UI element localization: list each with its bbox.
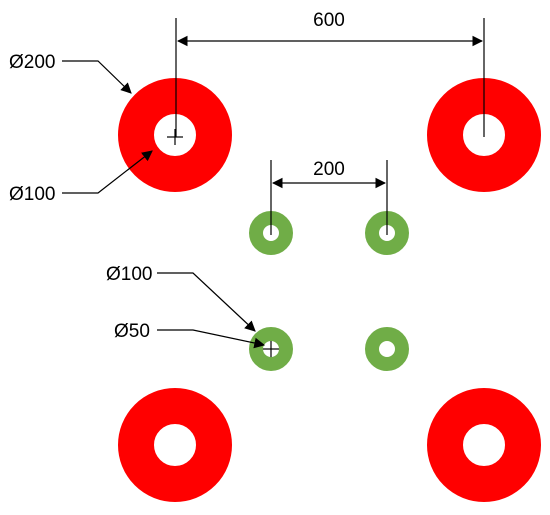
crosshair-icon: [167, 129, 183, 145]
small-ring-bottom-left: [249, 327, 293, 371]
dimension-600: [175, 18, 485, 137]
large-ring-top-left: [118, 78, 232, 192]
leader-small-inner: [157, 329, 266, 349]
leader-small-outer: [157, 272, 256, 332]
label-large-inner-diameter: Ø100: [9, 184, 55, 205]
crosshair-icon: [263, 341, 279, 357]
dimension-200: [270, 160, 388, 235]
label-large-outer-diameter: Ø200: [9, 52, 55, 73]
leader-large-inner: [62, 150, 153, 194]
label-small-outer-diameter: Ø100: [106, 264, 152, 285]
large-ring-bottom-right: [427, 388, 541, 502]
small-ring-bottom-right: [365, 327, 409, 371]
dimension-label-200: 200: [313, 159, 345, 180]
leader-large-outer: [62, 60, 132, 94]
dimension-label-600: 600: [313, 10, 345, 31]
large-ring-bottom-left: [118, 388, 232, 502]
label-small-inner-diameter: Ø50: [114, 321, 150, 342]
